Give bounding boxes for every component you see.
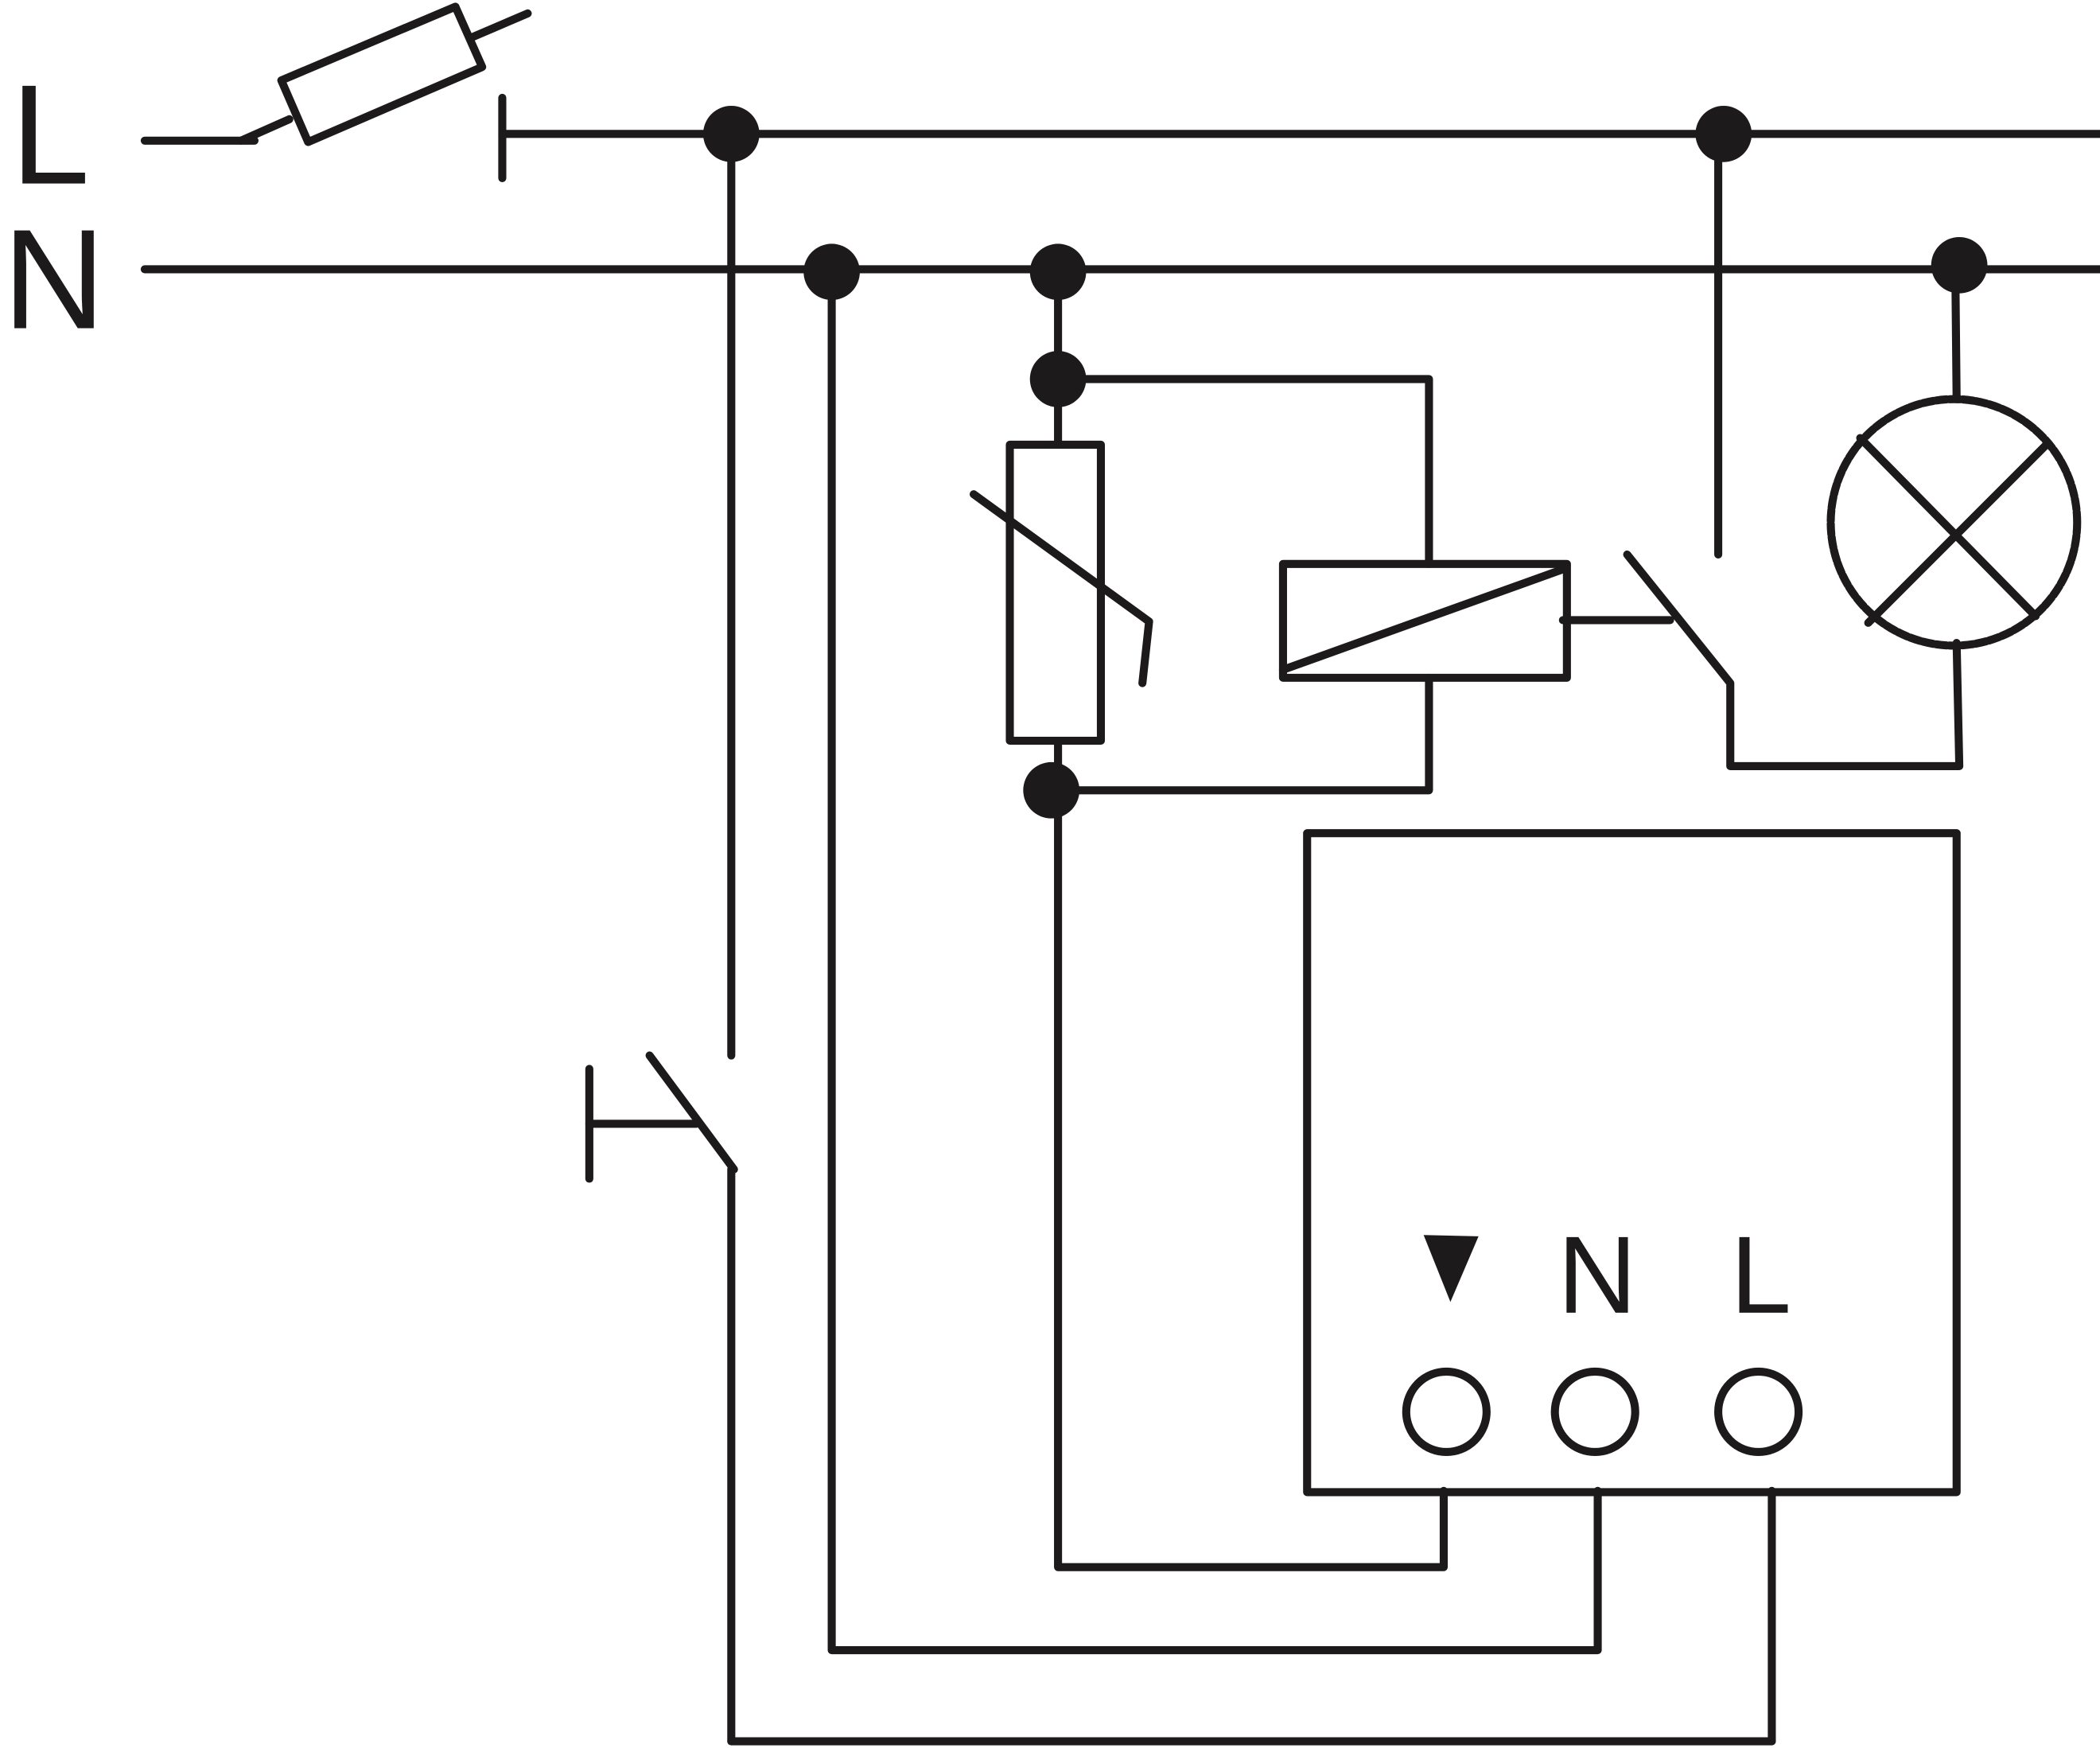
terminal-output <box>1402 1367 1491 1456</box>
junction-dots <box>702 105 1988 819</box>
junction-dot <box>803 243 860 301</box>
terminal-l <box>1714 1367 1803 1456</box>
junction-dot <box>1695 105 1752 162</box>
relay-coil-symbol <box>1047 375 1674 795</box>
line-label: L <box>11 55 90 214</box>
fuse-symbol <box>140 2 532 182</box>
terminal-n-label: N <box>1558 1214 1637 1337</box>
lamp-symbol <box>1826 261 2082 650</box>
junction-dot <box>1029 351 1087 407</box>
junction-dot <box>1023 761 1080 819</box>
device-box: N L <box>1303 829 1961 1497</box>
terminal-n <box>1550 1367 1639 1456</box>
push-button-symbol <box>585 130 1776 1746</box>
neutral-label: N <box>2 199 105 358</box>
relay-contact-symbol <box>1623 130 1964 771</box>
junction-dot <box>1931 236 1988 294</box>
junction-dot <box>702 105 760 162</box>
variable-resistor-symbol <box>969 267 1449 1571</box>
junction-dot <box>1029 243 1087 301</box>
output-terminal-arrow-icon <box>1423 1235 1479 1302</box>
neutral-wire <box>827 267 1602 1655</box>
terminal-l-label: L <box>1730 1214 1791 1337</box>
